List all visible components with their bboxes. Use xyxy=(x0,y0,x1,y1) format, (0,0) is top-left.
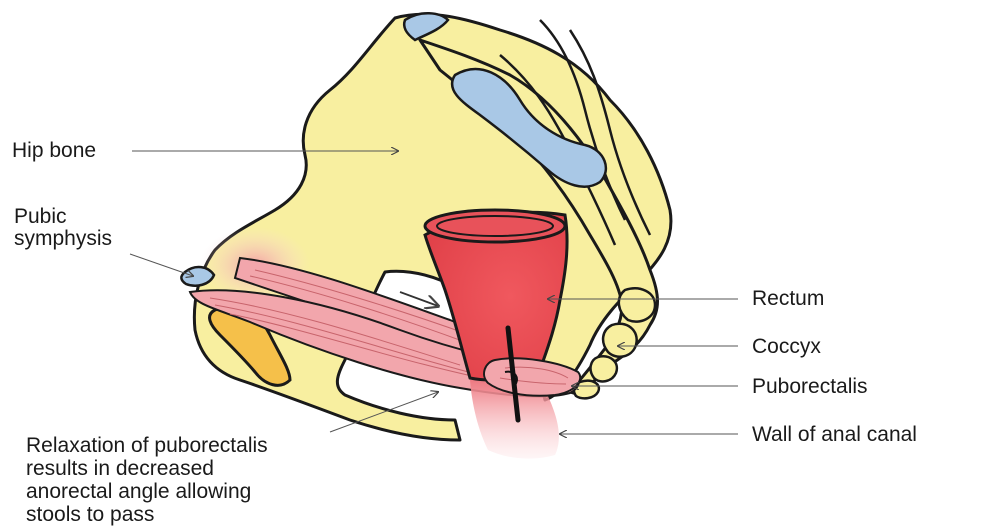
rectum-opening xyxy=(425,210,565,242)
label-relax-line1: Relaxation of puborectalis xyxy=(26,434,268,457)
label-pubic-line2: symphysis xyxy=(14,228,112,250)
leader-pubic-symphysis xyxy=(130,254,193,276)
label-puborectalis: Puborectalis xyxy=(752,376,868,398)
label-rectum: Rectum xyxy=(752,288,824,310)
coccyx-segment xyxy=(619,288,655,321)
coccyx-segment xyxy=(603,324,637,357)
label-relax-line3: anorectal angle allowing xyxy=(26,480,268,503)
label-relax-line2: results in decreased xyxy=(26,457,268,480)
coccyx-segment xyxy=(591,356,617,381)
label-relax-line4: stools to pass xyxy=(26,503,268,526)
label-pubic-symphysis: Pubic symphysis xyxy=(14,206,112,250)
label-wall-of-anal-canal: Wall of anal canal xyxy=(752,424,917,446)
label-hip-bone: Hip bone xyxy=(12,140,96,162)
pubic-symphysis xyxy=(181,267,214,286)
label-coccyx: Coccyx xyxy=(752,336,821,358)
label-relaxation-note: Relaxation of puborectalis results in de… xyxy=(26,434,268,526)
label-pubic-line1: Pubic xyxy=(14,206,112,228)
